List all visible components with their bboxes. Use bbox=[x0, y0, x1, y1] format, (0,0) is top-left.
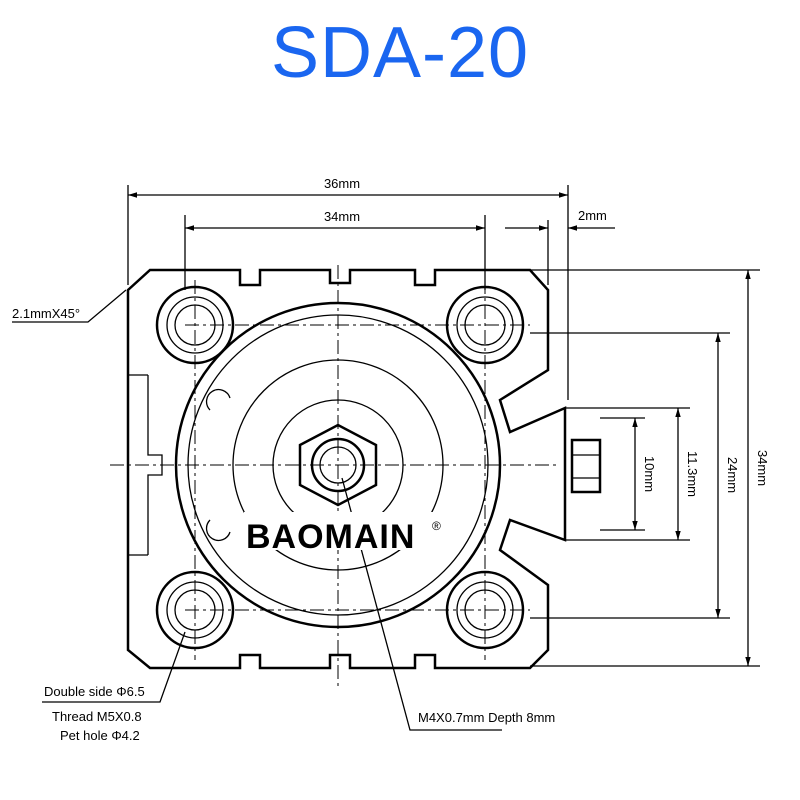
dim-24mm: 24mm bbox=[725, 457, 740, 493]
center-lines bbox=[110, 265, 560, 690]
cylinder-body-outline bbox=[126, 268, 567, 670]
registered-mark: ® bbox=[432, 519, 441, 533]
callout-center-thread: M4X0.7mm Depth 8mm bbox=[418, 710, 555, 725]
dim-chamfer: 2.1mmX45° bbox=[12, 306, 80, 321]
callout-pet-hole: Pet hole Φ4.2 bbox=[60, 728, 140, 743]
dim-2mm: 2mm bbox=[578, 208, 607, 223]
dim-36mm: 36mm bbox=[324, 176, 360, 191]
mounting-holes bbox=[155, 285, 525, 650]
dim-34mm: 34mm bbox=[324, 209, 360, 224]
port-fitting bbox=[570, 438, 602, 494]
dim-34mm-vertical: 34mm bbox=[755, 450, 770, 486]
brand-logo: BAOMAIN bbox=[246, 518, 415, 556]
callout-thread: Thread M5X0.8 bbox=[52, 709, 142, 724]
callout-double-side: Double side Φ6.5 bbox=[44, 684, 145, 699]
dim-11-3mm: 11.3mm bbox=[685, 451, 700, 497]
dim-10mm: 10mm bbox=[642, 456, 657, 492]
page-title: SDA-20 bbox=[270, 13, 530, 93]
